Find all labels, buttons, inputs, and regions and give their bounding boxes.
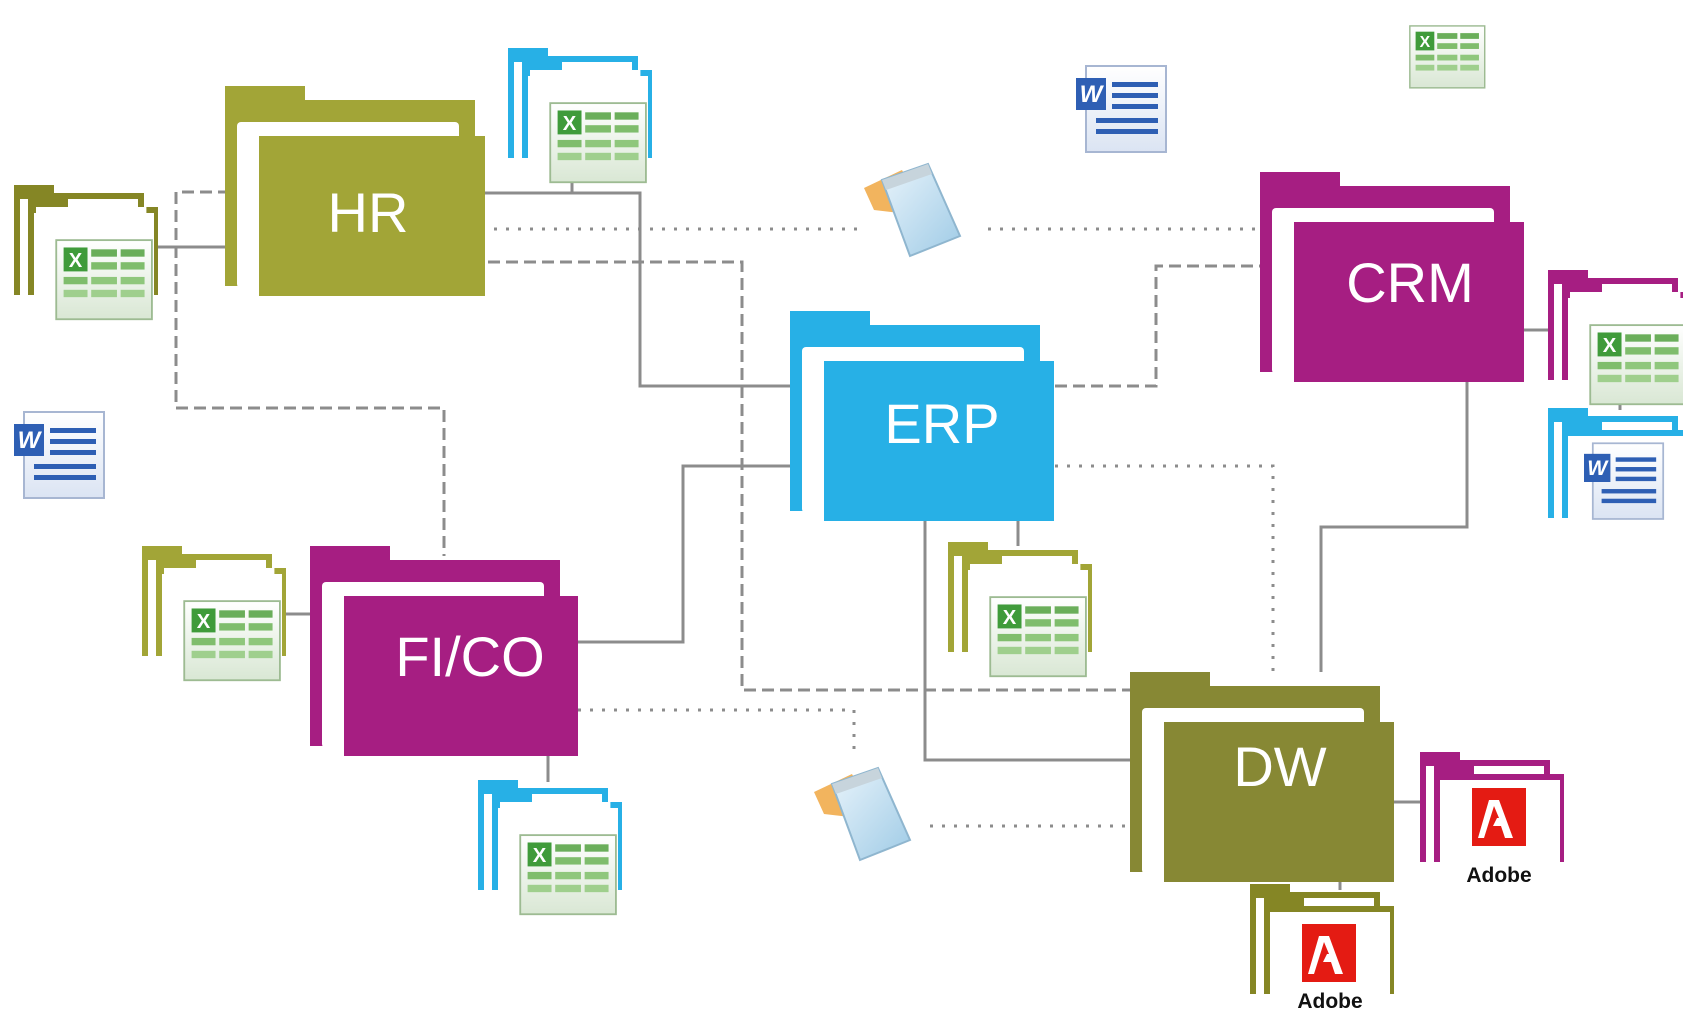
notepad-icon[interactable] (863, 163, 961, 257)
folder-fico-label: FI/CO (395, 625, 544, 688)
adobe-file-stack-icon[interactable]: Adobe (1250, 884, 1394, 1011)
word-icon[interactable] (1075, 65, 1167, 153)
folder-hr[interactable]: HR (225, 86, 485, 296)
excel-file-stack-icon[interactable] (142, 546, 286, 682)
word-file-stack-icon[interactable] (1548, 408, 1683, 520)
adobe-file-stack-icon[interactable]: Adobe (1420, 752, 1564, 887)
folder-erp[interactable]: ERP (790, 311, 1054, 521)
folder-crm-label: CRM (1346, 251, 1474, 314)
connector-hr-erp (470, 191, 790, 388)
excel-file-stack-icon[interactable] (948, 542, 1092, 678)
folder-erp-label: ERP (884, 392, 999, 455)
folder-hr-label: HR (328, 181, 409, 244)
notepad-icon[interactable] (813, 767, 911, 861)
connector-crm-dw (1319, 354, 1469, 672)
adobe-label: Adobe (1466, 864, 1531, 887)
folder-fico[interactable]: FI/CO (310, 546, 578, 756)
folder-dw-label: DW (1233, 735, 1326, 798)
excel-file-stack-icon[interactable] (478, 780, 622, 916)
connector-fico-notepad-dotted (578, 708, 856, 750)
connector-hr-dw-dashed (470, 260, 1130, 692)
excel-file-stack-icon[interactable] (14, 185, 158, 321)
excel-icon[interactable] (1393, 0, 1486, 89)
connector-erp-crm-dashed (1055, 264, 1260, 388)
folder-dw[interactable]: DW (1130, 672, 1394, 882)
connector-erp-dw (923, 520, 1130, 762)
connector-erp-dw-dotted (1055, 464, 1275, 672)
folder-crm[interactable]: CRM (1260, 172, 1524, 382)
excel-file-stack-icon[interactable] (1548, 270, 1683, 406)
connector-hr-fico-dashed (174, 190, 446, 556)
connector-fico-erp (578, 464, 790, 644)
word-icon[interactable] (13, 411, 105, 499)
adobe-label: Adobe (1297, 990, 1362, 1011)
excel-file-stack-icon[interactable] (508, 48, 652, 184)
